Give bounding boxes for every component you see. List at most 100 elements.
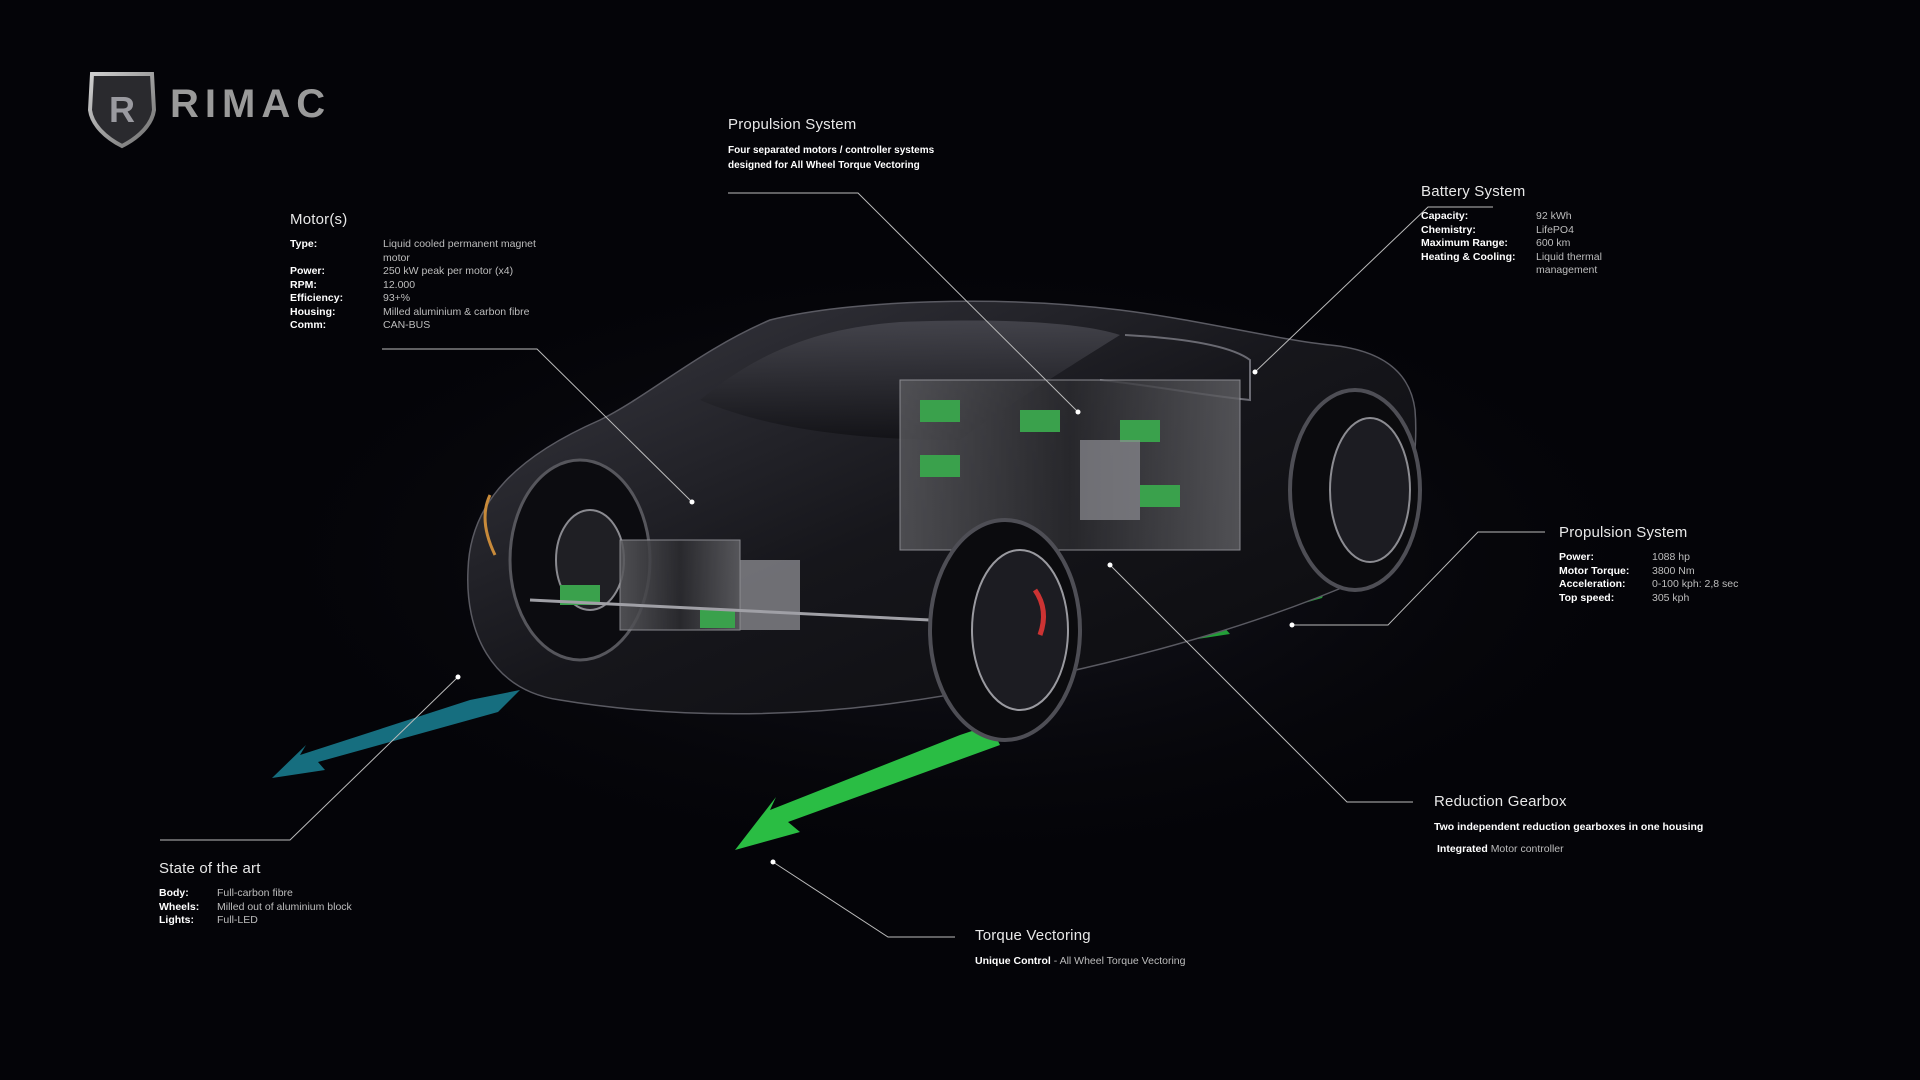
leader-propulsion-right [1292,531,1545,626]
torque-bold: Unique Control [975,955,1051,967]
spec-value: 250 kW peak per motor (x4) [383,265,514,277]
spec-key: Capacity: [1421,210,1469,222]
spec-row: Chemistry: LifePO4 [1421,224,1616,238]
spec-value: Liquid cooled permanent magnet motor [383,238,536,264]
spec-key: Body: [159,887,189,899]
dot-torque [770,859,776,865]
spec-row: Top speed:305 kph [1559,592,1792,606]
battery-cell-5 [920,455,960,477]
propulsion-right-title: Propulsion System [1559,524,1688,541]
motors-spec-table: Type: Liquid cooled permanent magnet moto… [290,238,553,333]
spec-value: Full-LED [217,914,258,926]
dot-gearbox [1107,562,1113,568]
spec-key: Efficiency: [290,292,344,304]
dot-state [455,674,461,680]
spec-row: Heating & Cooling: Liquid thermal managem… [1421,251,1616,278]
spec-value: 305 kph [1652,591,1690,604]
spec-value: 3800 Nm [1652,564,1695,577]
spec-row: Comm: CAN-BUS [290,319,553,333]
battery-cell-2 [1020,410,1060,432]
svg-text:R: R [109,89,135,130]
spec-row: Efficiency: 93+% [290,292,553,306]
spec-key: RPM: [290,278,317,291]
motors-block: Motor(s) Type: Liquid cooled permanent ma… [290,211,553,333]
spec-value: 92 kWh [1536,210,1572,222]
propulsion-top-line1: Four separated motors / controller syste… [728,145,935,156]
spec-key: Housing: [290,305,336,318]
front-axle [529,598,931,622]
spec-row: Lights: Full-LED [159,914,387,928]
dot-motors [689,499,695,505]
spec-key: Type: [290,238,318,250]
spec-value: CAN-BUS [383,319,431,331]
leader-propulsion-top [728,192,1079,413]
front-left-arrow [272,690,520,778]
spec-value: 600 km [1536,237,1571,249]
spec-row: Type: Liquid cooled permanent magnet moto… [290,238,553,265]
motors-title: Motor(s) [290,211,348,228]
rimac-shield-icon: R [87,72,157,149]
rear-right-rim [1329,417,1411,563]
leader-state [160,676,459,841]
rear-gearbox [1080,440,1140,520]
gearbox-block: Reduction Gearbox Two independent reduct… [1434,793,1703,857]
spec-key: Wheels: [159,900,200,913]
propulsion-top-title: Propulsion System [728,116,857,133]
dot-propulsion-top [1075,409,1081,415]
torque-block: Torque Vectoring Unique Control - All Wh… [975,927,1185,969]
leader-torque [772,861,955,938]
propulsion-right-block: Propulsion System Power: 1088 hp Motor Tor… [1559,524,1792,605]
propulsion-top-block: Propulsion System Four separated motors … [728,116,934,173]
spec-row: Motor Torque: 3800 Nm [1559,565,1792,579]
gearbox-line2-rest: Motor controller [1490,843,1564,855]
spec-key: Power: [290,265,326,277]
gearbox-line2-bold: Integrated [1437,843,1488,855]
spec-row: Body:Full-carbon fibre [159,887,387,901]
spec-value: Milled aluminium & carbon fibre [383,305,530,318]
spec-key: Acceleration: [1559,578,1626,590]
torque-rest: - All Wheel Torque Vectoring [1053,955,1186,967]
spec-key: Maximum Range: [1421,237,1508,249]
spec-row: Wheels: Milled out of aluminium block [159,901,387,915]
spec-key: Heating & Cooling: [1421,250,1516,263]
brand-wordmark: RIMAC [170,82,332,126]
spec-key: Power: [1559,551,1595,563]
battery-cell-1 [920,400,960,422]
torque-title: Torque Vectoring [975,927,1091,944]
gearbox-title: Reduction Gearbox [1434,793,1567,810]
spec-value: Milled out of aluminium block [217,900,352,913]
spec-value: 93+% [383,292,411,304]
spec-row: Housing: Milled aluminium & carbon fibre [290,306,553,320]
gearbox-line1: Two independent reduction gearboxes in o… [1434,821,1704,833]
battery-cell-4 [1140,485,1180,507]
spec-row: Acceleration: 0-100 kph: 2,8 sec [1559,578,1792,592]
spec-value: 12.000 [383,278,416,291]
leader-gearbox [1109,564,1413,803]
front-right-rim [971,549,1069,711]
battery-cell-3 [1120,420,1160,442]
spec-row: Capacity: 92 kWh [1421,210,1616,224]
front-right-arrow [735,725,1000,850]
spec-value: 1088 hp [1652,551,1690,563]
battery-title: Battery System [1421,183,1526,200]
spec-row: RPM: 12.000 [290,279,553,293]
spec-value: LifePO4 [1536,223,1574,236]
spec-key: Comm: [290,319,327,331]
spec-key: Motor Torque: [1559,564,1630,577]
spec-row: Power: 250 kW peak per motor (x4) [290,265,553,279]
dot-battery [1252,369,1258,375]
spec-value: 0-100 kph: 2,8 sec [1652,578,1739,590]
leader-motors [382,348,693,503]
spec-key: Chemistry: [1421,223,1476,236]
spec-value: Liquid thermal management [1536,250,1602,277]
leader-dots [455,369,1295,865]
spec-key: Lights: [159,914,194,926]
spec-row: Power: 1088 hp [1559,551,1792,565]
front-right-caliper [1032,588,1047,636]
front-gearbox [740,560,800,630]
